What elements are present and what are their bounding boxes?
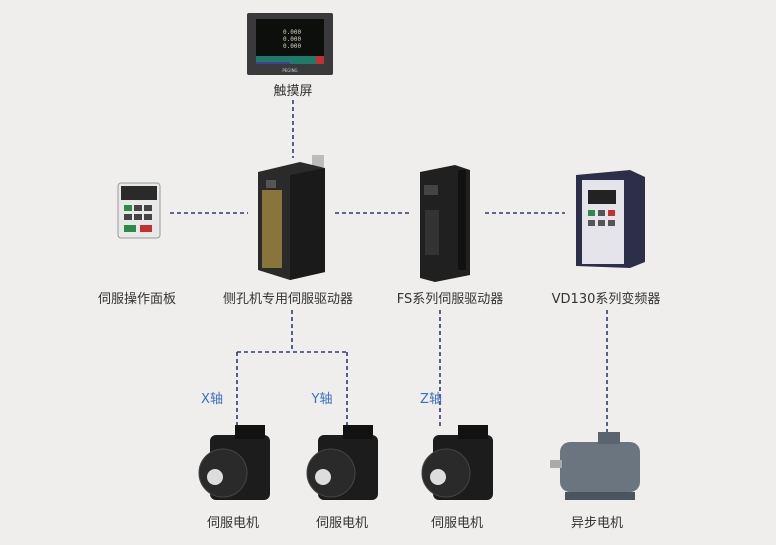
vfd-label: VD130系列变频器 [551,292,661,307]
side-driver-label: 侧孔机专用伺服驱动器 [222,292,354,307]
fs-driver-label: FS系列伺服驱动器 [396,292,504,307]
servo-motor-z-image [421,425,493,500]
readout-x: 0.000 [283,29,301,36]
servo-motor-x-image [198,425,270,500]
readout-z: 0.000 [283,43,301,50]
panel-label: 伺服操作面板 [97,292,177,307]
operation-panel-image [117,182,161,239]
async-motor-image [550,432,640,500]
async-motor-label: 异步电机 [570,516,624,531]
readout-y: 0.000 [283,36,301,43]
y-axis-label: Y轴 [311,392,333,407]
x-axis-label: X轴 [201,392,223,407]
side-hole-driver-image [258,155,325,280]
screen-brand: PEGING [282,68,297,73]
vfd-image [576,170,645,268]
servo-motor-y-label: 伺服电机 [315,516,369,531]
servo-motor-z-label: 伺服电机 [430,516,484,531]
z-axis-label: Z轴 [420,392,442,407]
touchscreen-label: 触摸屏 [273,84,313,99]
connection-lines [170,100,608,432]
fs-driver-image [420,165,470,282]
servo-motor-x-label: 伺服电机 [206,516,260,531]
touchscreen-image: 0.000 0.000 0.000 PEGING [247,13,333,75]
servo-motor-y-image [306,425,378,500]
